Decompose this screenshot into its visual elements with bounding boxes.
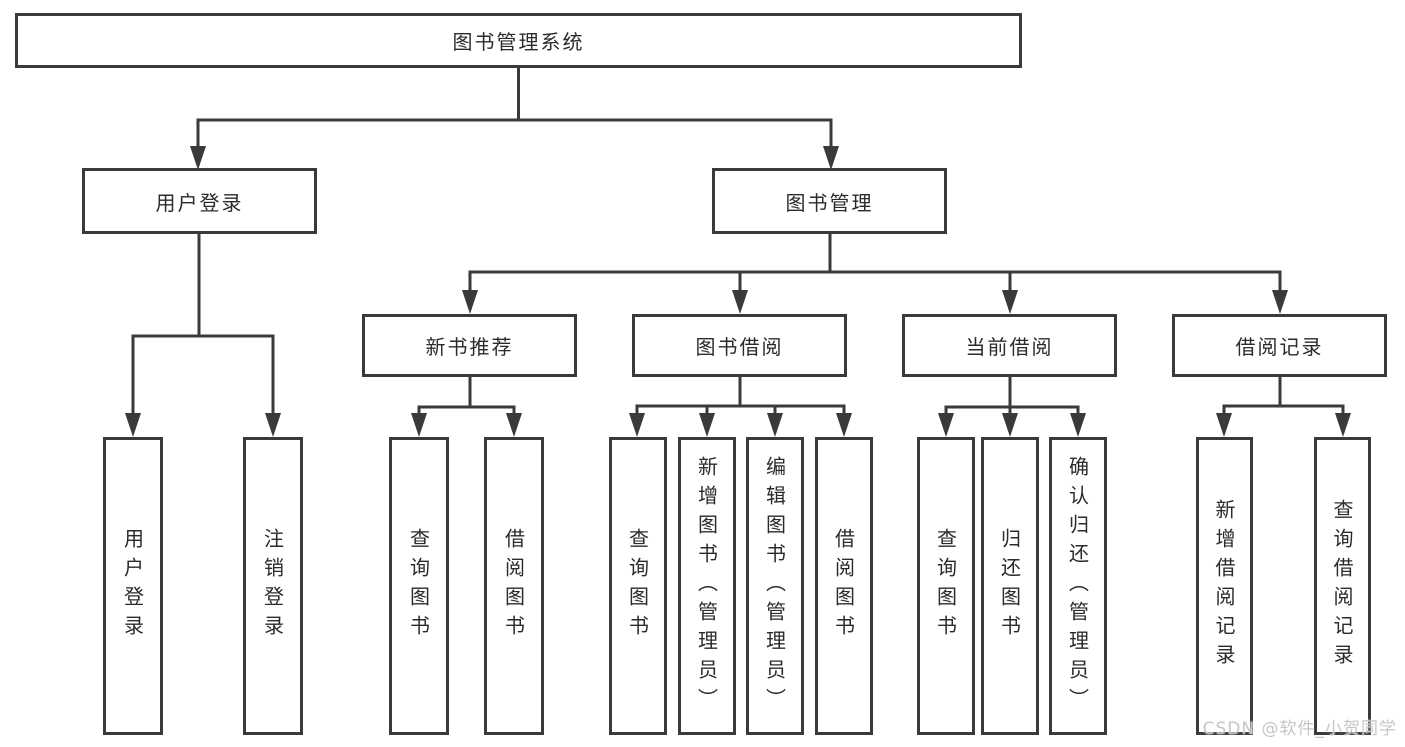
leaf-current-confirm-return-admin: 确认归还（管理员） [1049, 437, 1107, 735]
arrowhead-down-icon [265, 413, 281, 437]
leaf-borrow-add-books-admin: 新增图书（管理员） [678, 437, 736, 735]
csdn-watermark: CSDN @软件_小贺同学 [1202, 719, 1397, 739]
arrowhead-down-icon [1002, 413, 1018, 437]
leaf-current-query-books: 查询图书 [917, 437, 975, 735]
leaf-current-return-books: 归还图书 [981, 437, 1039, 735]
arrowhead-down-icon [506, 413, 522, 437]
arrowhead-down-icon [699, 413, 715, 437]
arrowhead-down-icon [836, 413, 852, 437]
leaf-user-login: 用户登录 [103, 437, 163, 735]
leaf-borrow-edit-books-admin: 编辑图书（管理员） [746, 437, 804, 735]
arrowhead-down-icon [125, 413, 141, 437]
node-user-login: 用户登录 [82, 168, 317, 234]
arrowhead-down-icon [411, 413, 427, 437]
leaf-borrow-query-books: 查询图书 [609, 437, 667, 735]
arrowhead-down-icon [1070, 413, 1086, 437]
node-borrow-records: 借阅记录 [1172, 314, 1387, 377]
leaf-logout: 注销登录 [243, 437, 303, 735]
node-current-borrow: 当前借阅 [902, 314, 1117, 377]
arrowhead-down-icon [1335, 413, 1351, 437]
arrowhead-down-icon [1216, 413, 1232, 437]
leaf-records-query-record: 查询借阅记录 [1314, 437, 1371, 735]
arrowhead-down-icon [1272, 290, 1288, 314]
arrowhead-down-icon [938, 413, 954, 437]
arrowhead-down-icon [1002, 290, 1018, 314]
arrowhead-down-icon [462, 290, 478, 314]
arrowhead-down-icon [629, 413, 645, 437]
leaf-borrow-borrow-books: 借阅图书 [815, 437, 873, 735]
leaf-recommend-borrow-books: 借阅图书 [484, 437, 544, 735]
node-book-management: 图书管理 [712, 168, 947, 234]
arrowhead-down-icon [190, 146, 206, 170]
arrowhead-down-icon [767, 413, 783, 437]
leaf-recommend-query-books: 查询图书 [389, 437, 449, 735]
node-book-borrow: 图书借阅 [632, 314, 847, 377]
arrowhead-down-icon [823, 146, 839, 170]
node-new-book-recommend: 新书推荐 [362, 314, 577, 377]
node-root: 图书管理系统 [15, 13, 1022, 68]
arrowhead-down-icon [732, 290, 748, 314]
leaf-records-add-record: 新增借阅记录 [1196, 437, 1253, 735]
